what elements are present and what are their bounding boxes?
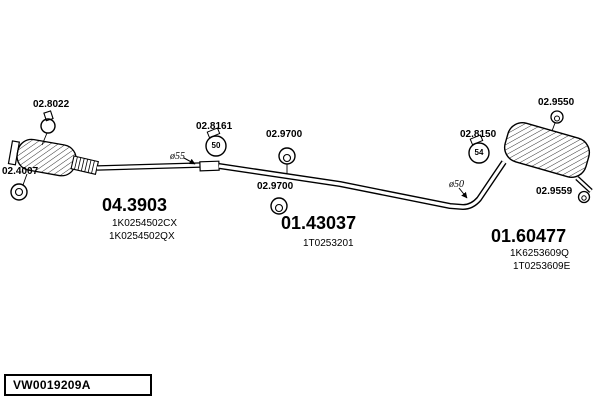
part-number-catalyst: 04.3903 [102,195,168,215]
clamp-icon-centre [205,127,227,157]
oem-number-rear-silencer-1: 1K6253609Q [510,248,569,259]
hanger-icon-rear-lower [577,190,591,204]
part-number-clamp-front: 02.8022 [33,99,70,110]
part-number-hanger-centre-upper: 02.9700 [266,129,303,140]
gasket-icon-front [10,173,28,201]
oem-number-centre-pipe: 1T0253201 [303,238,354,249]
part-number-centre-pipe: 01.43037 [281,213,357,233]
leader-line [22,173,28,186]
clamp-rear-size-label: 54 [474,148,484,157]
hanger-icon-centre-lower [270,197,288,215]
dia-arrow-rear [458,187,468,199]
part-number-hanger-rear-lower: 02.9559 [536,186,573,197]
hanger-icon-centre-upper [278,147,296,174]
part-number-hanger-centre-lower: 02.9700 [257,181,294,192]
flex-pipe [70,155,100,175]
drawing-code-box: VW0019209A [4,374,152,396]
part-number-rear-silencer: 01.60477 [491,226,567,246]
pipe-diameter-centre: ø55 [170,151,185,162]
rear-silencer [503,122,591,178]
tailpipe [575,176,593,193]
oem-number-catalyst-1: 1K0254502CX [112,218,178,229]
oem-number-catalyst-2: 1K0254502QX [109,231,175,242]
clamp-icon-rear [468,134,490,164]
part-number-gasket-front: 02.4007 [2,166,39,177]
leader-line [551,122,556,132]
part-number-hanger-rear-upper: 02.9550 [538,97,575,108]
drawing-code: VW0019209A [13,378,91,392]
part-number-clamp-centre: 02.8161 [196,121,233,132]
dia-arrow-centre [183,157,196,165]
front-pipe [96,162,203,171]
hanger-icon-rear-upper [550,110,564,132]
oem-number-rear-silencer-2: 1T0253609E [513,261,571,272]
centre-pipe [218,160,507,210]
leader-line [41,132,48,146]
clamp-icon-front [40,110,56,146]
pipe-diameter-rear: ø50 [449,179,464,190]
part-number-clamp-rear: 02.8150 [460,129,497,140]
pipe-joint-sleeve [199,160,220,172]
clamp-centre-size-label: 50 [211,141,221,150]
